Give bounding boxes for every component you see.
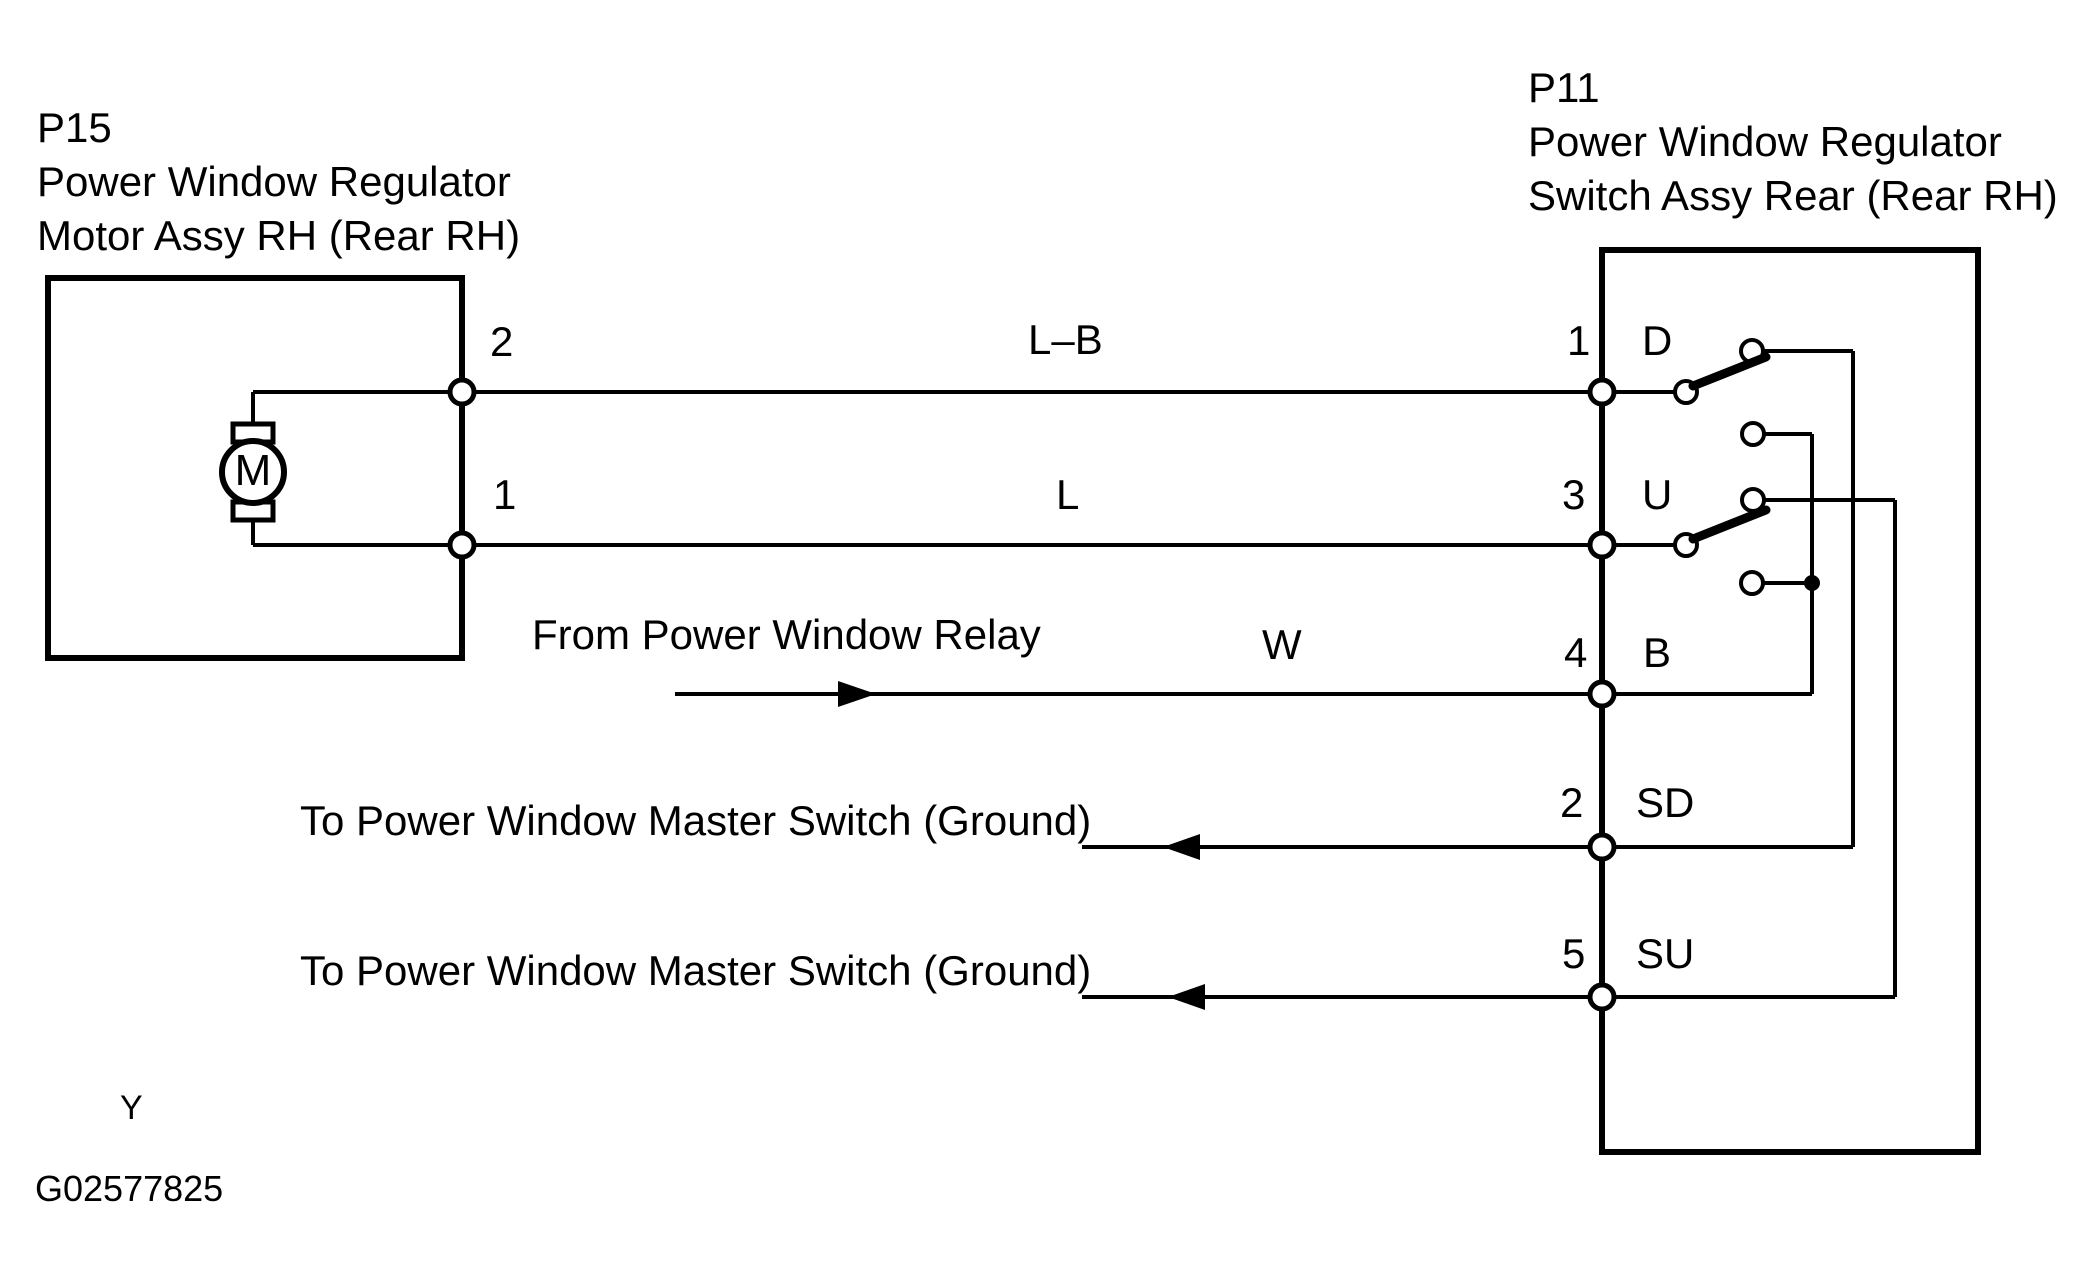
arrow-right-icon — [838, 681, 876, 707]
switch-component-title-line1: Power Window Regulator — [1528, 118, 2002, 165]
arrow-left-icon — [1168, 984, 1205, 1010]
switch-pin-2-label: 2 — [1560, 779, 1584, 826]
wire-w — [675, 432, 1814, 707]
switch-contact-d — [1673, 338, 1771, 447]
motor-component-title-line2: Motor Assy RH (Rear RH) — [37, 212, 521, 259]
wire-sd — [1082, 349, 1855, 860]
revision-mark: Y — [120, 1089, 143, 1127]
motor-box-outline — [45, 275, 465, 661]
signal-u-label: U — [1642, 471, 1673, 518]
arrow-left-icon — [1163, 834, 1200, 860]
switch-component-code: P11 — [1528, 64, 1600, 111]
motor-component-title-line1: Power Window Regulator — [37, 158, 511, 205]
switch-component-title-line2: Switch Assy Rear (Rear RH) — [1528, 172, 2058, 219]
terminal-switch-pin5 — [1587, 982, 1617, 1012]
switch-box-outline — [1599, 247, 1981, 1155]
motor-letter: M — [234, 446, 272, 496]
junction-dot — [1804, 575, 1820, 591]
signal-su-label: SU — [1636, 930, 1695, 977]
terminal-switch-pin3 — [1587, 530, 1617, 560]
wire-su — [1082, 498, 1897, 1010]
switch-component-header: P11 Power Window Regulator Switch Assy R… — [1528, 61, 2058, 223]
motor-symbol — [219, 392, 287, 545]
terminal-switch-pin4 — [1587, 679, 1617, 709]
signal-d-label: D — [1642, 317, 1673, 364]
terminal-motor-pin1 — [447, 530, 477, 560]
switch-pin-3-label: 3 — [1562, 471, 1586, 518]
switch-blade — [1688, 505, 1771, 544]
switch-blade — [1688, 352, 1771, 391]
annotation-from-relay: From Power Window Relay — [532, 611, 1041, 658]
terminal-motor-pin2 — [447, 377, 477, 407]
figure-code: G02577825 — [35, 1168, 224, 1209]
terminal-switch-pin2 — [1587, 832, 1617, 862]
signal-b-label: B — [1643, 629, 1672, 676]
switch-pin-5-label: 5 — [1562, 930, 1586, 977]
signal-sd-label: SD — [1636, 779, 1695, 826]
terminal-switch-pin1 — [1587, 377, 1617, 407]
motor-pin-2-label: 2 — [490, 318, 514, 365]
annotation-to-master-switch-sd: To Power Window Master Switch (Ground) — [300, 797, 1092, 844]
annotation-to-master-switch-su: To Power Window Master Switch (Ground) — [300, 947, 1092, 994]
switch-pin-1-label: 1 — [1567, 317, 1591, 364]
wire-label-lb: L–B — [1028, 316, 1103, 363]
motor-component-header: P15 Power Window Regulator Motor Assy RH… — [37, 101, 520, 263]
connector-terminals — [447, 377, 1617, 1012]
motor-pin-1-label: 1 — [493, 471, 517, 518]
switch-pin-4-label: 4 — [1564, 629, 1588, 676]
motor-component-code: P15 — [37, 104, 112, 151]
wire-label-w: W — [1262, 621, 1302, 668]
wire-label-l: L — [1056, 471, 1080, 518]
switch-contact-u — [1673, 487, 1771, 596]
